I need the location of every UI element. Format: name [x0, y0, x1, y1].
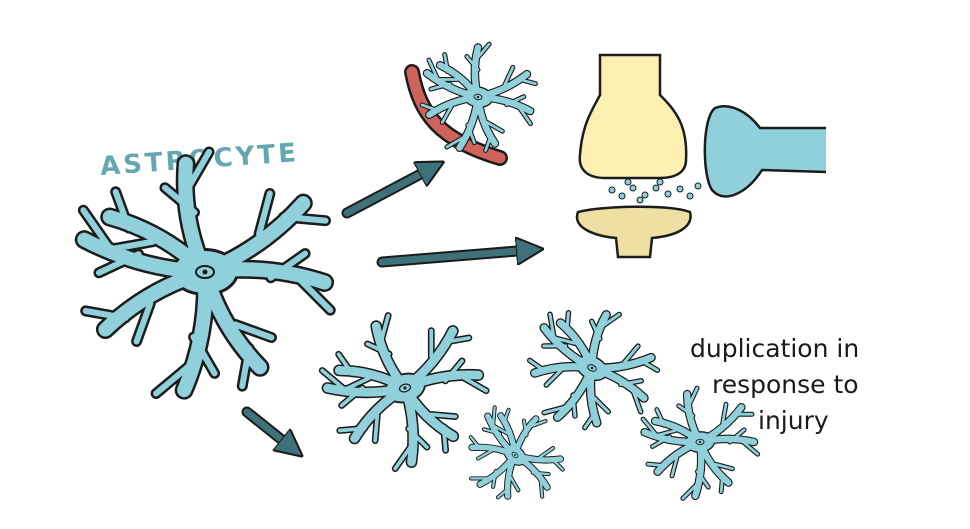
nucleus [195, 265, 215, 279]
neurotransmitter-dot [686, 192, 694, 200]
neurotransmitter-dot [656, 178, 664, 186]
nucleus [473, 93, 483, 101]
astrocyte-cells [74, 41, 761, 501]
astrocyte-cell [74, 146, 336, 400]
neurotransmitter-dot [629, 184, 637, 192]
astrocyte-cell [318, 312, 490, 473]
nucleus [398, 383, 412, 393]
neurotransmitter-dot [652, 184, 660, 192]
neurotransmitter-dot [624, 178, 632, 186]
neurotransmitter-dot [664, 190, 672, 198]
synapse [575, 53, 827, 259]
nucleus [695, 438, 705, 446]
astrocyte-cell [526, 310, 661, 431]
arrows [241, 168, 530, 448]
neurotransmitter-dot [676, 185, 684, 193]
injury-caption: duplication in response to injury [690, 334, 867, 435]
nucleus [511, 451, 519, 459]
astrocyte-cell [640, 385, 761, 501]
neurotransmitter-dot [641, 191, 649, 199]
neurotransmitter-dot [636, 196, 644, 204]
astrocyte-cell [419, 41, 538, 153]
neurotransmitter-dots [608, 178, 702, 204]
neurotransmitter-dot [608, 186, 616, 194]
neurotransmitter-dot [618, 192, 626, 200]
presynaptic-terminal [578, 53, 688, 180]
nucleus [587, 364, 597, 372]
astrocyte-cell [468, 405, 565, 500]
postsynaptic-cup [575, 205, 692, 259]
neurotransmitter-dot [694, 182, 702, 190]
dendrite [703, 105, 827, 198]
